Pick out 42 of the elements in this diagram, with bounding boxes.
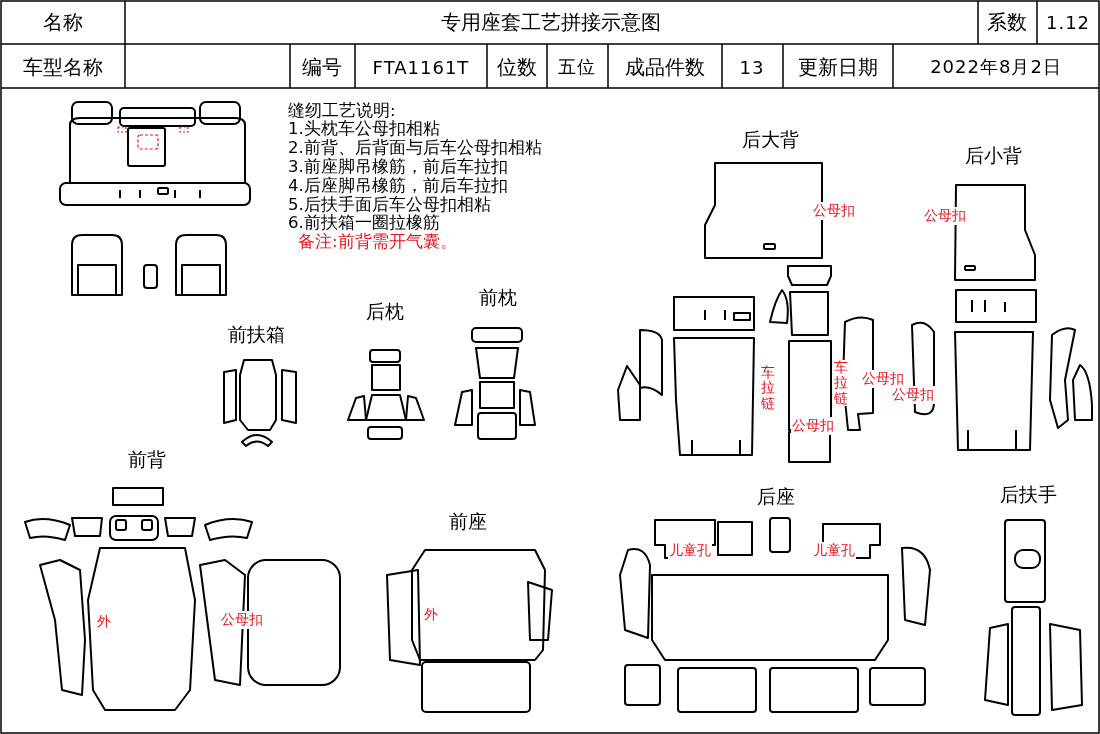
table-field-value: FTA1161T xyxy=(372,56,470,78)
section-heading: 前背 xyxy=(128,447,166,472)
piece-annotation: 外 xyxy=(96,613,112,631)
piece-annotation: 儿童孔 xyxy=(812,542,856,560)
table-field-label: 名称 xyxy=(43,8,83,36)
table-field-label: 成品件数 xyxy=(625,53,705,81)
instruction-line: 4.后座脚吊橡筋，前后车拉扣 xyxy=(288,177,508,195)
section-heading: 前扶箱 xyxy=(227,322,285,347)
piece-annotation: 公母扣 xyxy=(791,417,835,435)
section-heading: 后大背 xyxy=(741,127,799,152)
table-field-label: 位数 xyxy=(497,53,537,81)
instruction-line: 5.后扶手面后车公母扣相粘 xyxy=(288,196,491,214)
piece-annotation: 车拉链 xyxy=(760,364,776,412)
table-field-value: 13 xyxy=(739,56,765,78)
table-field-label: 车型名称 xyxy=(23,53,103,81)
piece-annotation: 公母扣 xyxy=(220,611,264,629)
section-heading: 后扶手 xyxy=(999,482,1057,507)
instruction-line: 1.头枕车公母扣相粘 xyxy=(288,120,440,139)
piece-annotation: 公母扣 xyxy=(812,202,856,220)
instruction-line: 3.前座脚吊橡筋，前后车拉扣 xyxy=(288,158,508,176)
table-field-label: 更新日期 xyxy=(798,53,878,81)
table-field-label: 系数 xyxy=(987,8,1027,36)
table-field-label: 编号 xyxy=(302,53,342,81)
piece-annotation: 公母扣 xyxy=(891,386,935,404)
piece-annotation: 儿童孔 xyxy=(668,542,712,560)
instruction-line: 6.前扶箱一圈拉橡筋 xyxy=(288,214,440,233)
section-heading: 前枕 xyxy=(479,285,517,310)
piece-annotation: 车拉链 xyxy=(833,359,849,407)
piece-annotation: 公母扣 xyxy=(923,207,967,225)
remark-note: 备注:前背需开气囊。 xyxy=(298,233,457,252)
instruction-line: 缝纫工艺说明: xyxy=(288,102,396,120)
table-field-value: 五位 xyxy=(558,55,596,79)
piece-annotation: 公母扣 xyxy=(861,370,905,388)
section-heading: 后座 xyxy=(757,484,795,509)
instruction-line: 2.前背、后背面与后车公母扣相粘 xyxy=(288,139,542,157)
section-heading: 后枕 xyxy=(366,299,404,324)
sheet-title: 专用座套工艺拼接示意图 xyxy=(441,8,661,36)
section-heading: 后小背 xyxy=(964,143,1022,168)
section-heading: 前座 xyxy=(449,509,487,534)
piece-annotation: 外 xyxy=(423,606,439,624)
table-field-value: 1.12 xyxy=(1045,11,1091,33)
table-field-value: 2022年8月2日 xyxy=(930,55,1062,79)
